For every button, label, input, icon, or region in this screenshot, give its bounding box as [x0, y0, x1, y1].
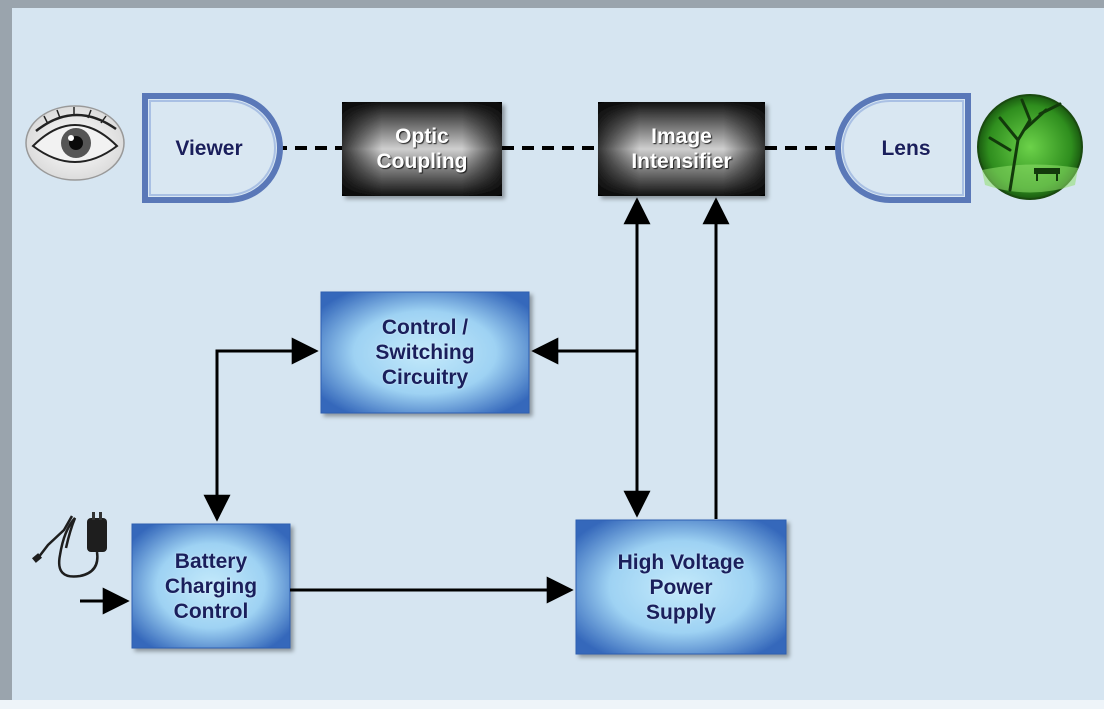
high-voltage-block — [575, 519, 787, 655]
battery-charging-block — [131, 523, 291, 649]
charger-cable — [57, 517, 99, 578]
night-vision-view-icon — [977, 94, 1083, 200]
connections — [80, 197, 730, 615]
frame-left — [0, 0, 12, 709]
charger-prong-left — [92, 512, 95, 520]
eye-icon-lashes — [43, 107, 107, 125]
image-intensifier-edge — [598, 102, 765, 196]
viewer-block — [142, 93, 283, 203]
lens-block-inner — [842, 100, 964, 196]
optic-coupling-block — [342, 102, 502, 196]
eye-icon-glint — [68, 135, 74, 141]
optic-coupling-edge — [342, 102, 502, 196]
image-intensifier-block — [598, 102, 765, 196]
wall-charger-icon — [32, 512, 107, 578]
control-switching-block — [320, 291, 530, 414]
viewer-block-inner — [149, 100, 276, 196]
eye-icon — [25, 105, 125, 181]
charger-prong-right — [99, 512, 102, 520]
night-vision-tree — [988, 98, 1062, 192]
eye-icon-lid — [35, 113, 117, 132]
charger-body — [87, 518, 107, 552]
charger-cable-end — [37, 515, 74, 559]
frame-top — [0, 0, 1104, 8]
charger-plug — [32, 553, 42, 563]
lens-block — [835, 93, 971, 203]
night-vision-ground — [982, 164, 1078, 193]
battery-control-link — [203, 337, 319, 522]
night-vision-bench — [1034, 168, 1060, 174]
frame-bottom — [0, 700, 1104, 709]
